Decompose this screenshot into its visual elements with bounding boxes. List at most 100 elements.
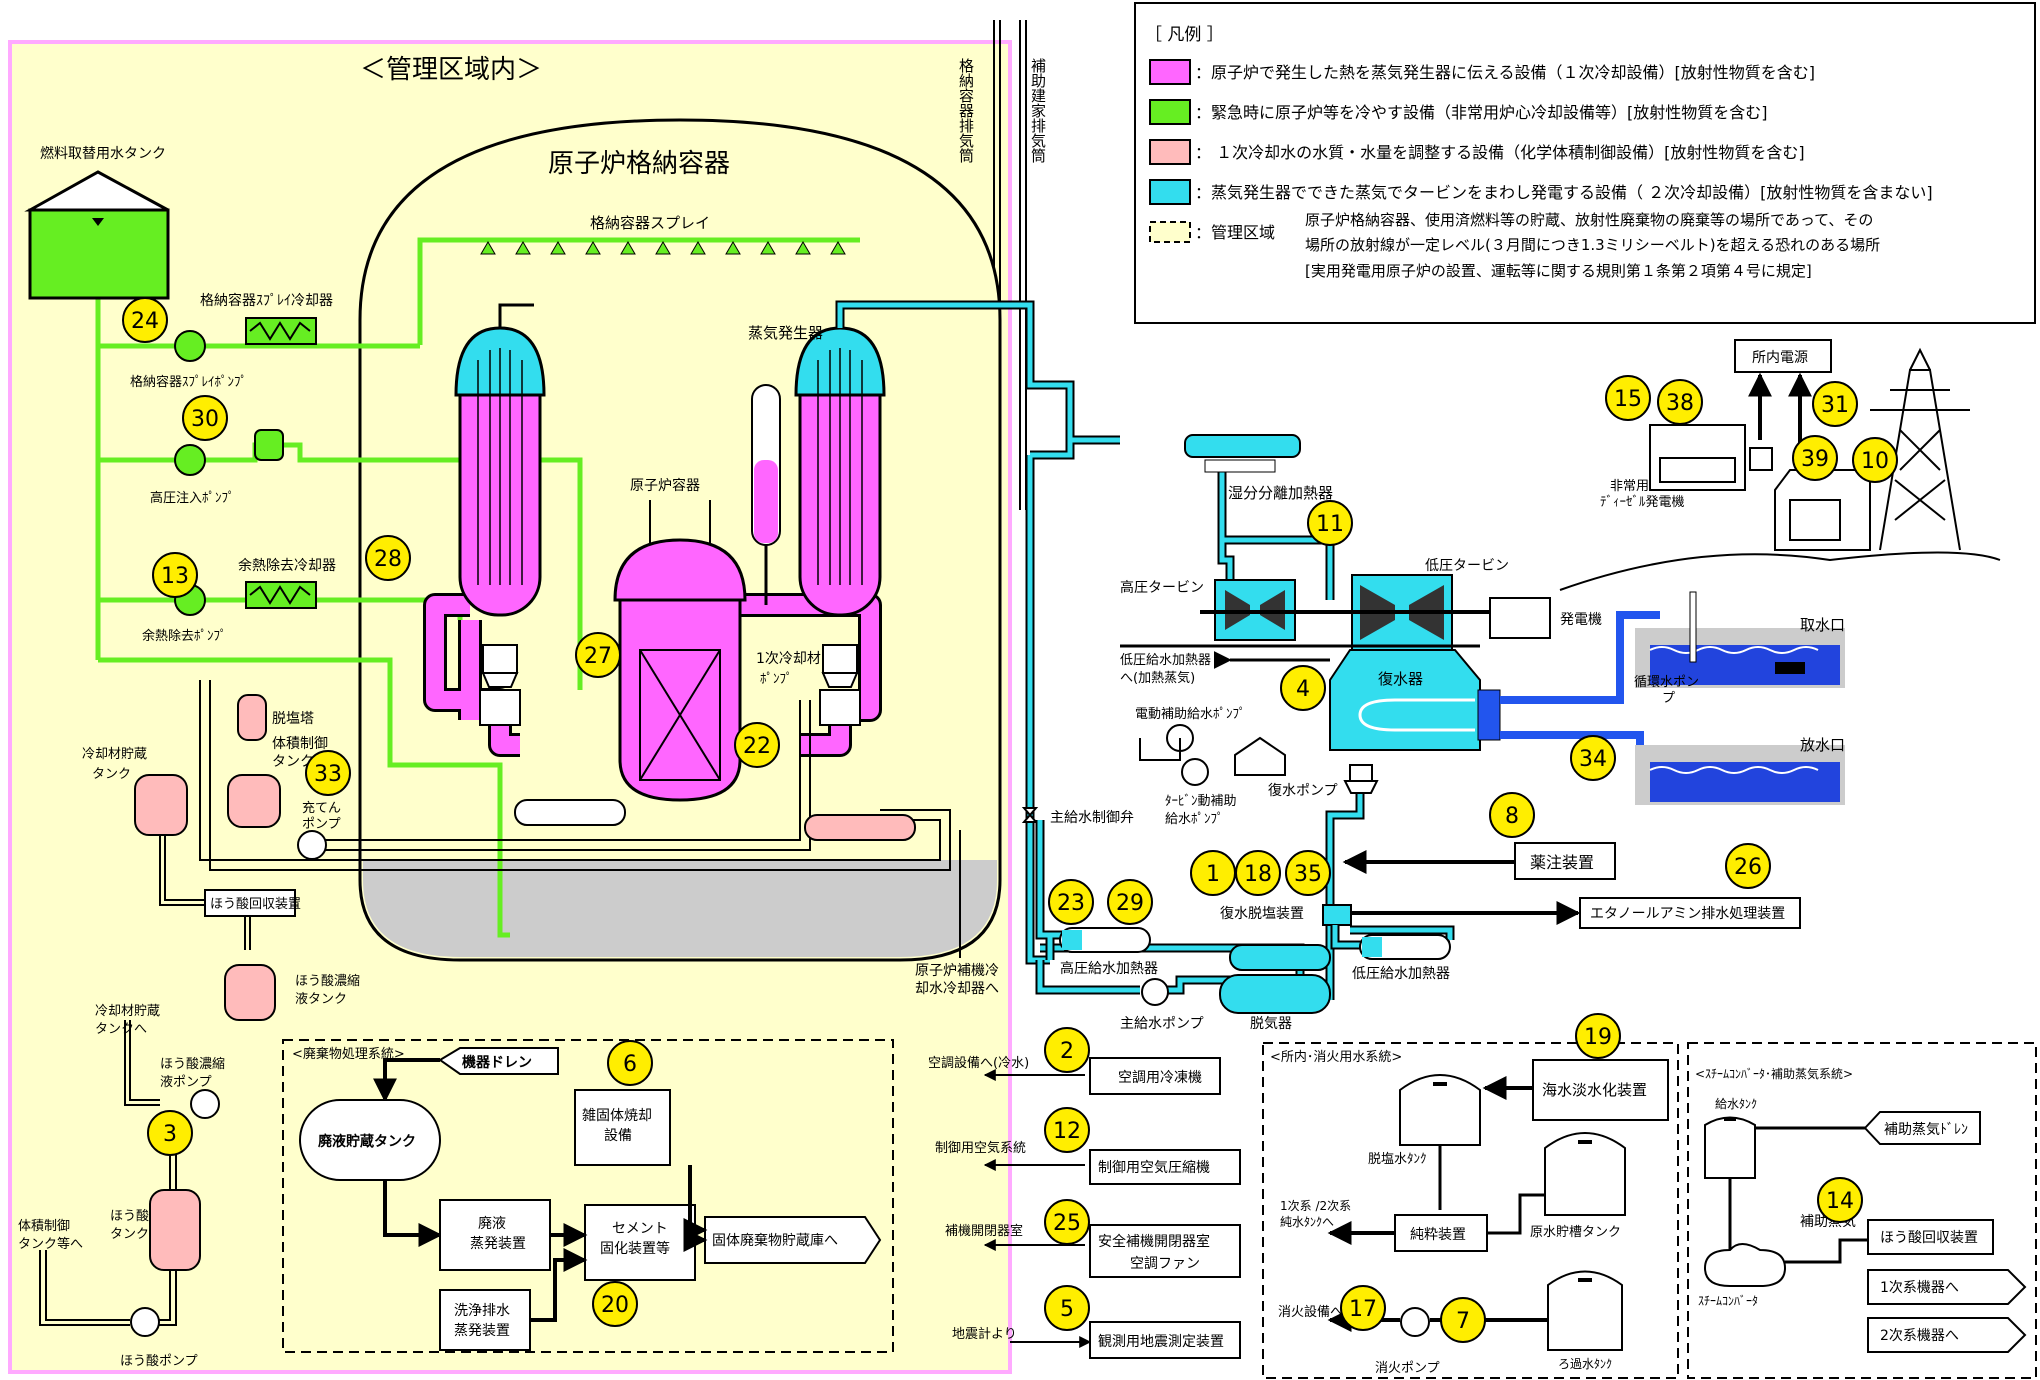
- spray-cooler-label: 格納容器ｽﾌﾟﾚｲ冷却器: [200, 292, 333, 309]
- number-badge: 14: [1818, 1178, 1862, 1222]
- compressor-label: 制御用空気圧縮機: [1098, 1160, 1210, 1176]
- to-lp-heater-1: 低圧給水加熱器: [1120, 653, 1211, 668]
- wash-evaporator-label-1: 洗浄排水: [454, 1303, 510, 1319]
- boric-recov-label: ほう酸回収装置: [1880, 1230, 1978, 1246]
- holdup-tank-label: 廃液貯蔵タンク: [318, 1133, 416, 1150]
- legend-item-3: ： １次冷却水の水質・水量を調整する設備（化学体積制御設備）[放射性物質を含む]: [1195, 143, 1805, 162]
- vct: [228, 775, 280, 827]
- boric-conc-pump-label-2: 液ポンプ: [160, 1075, 212, 1090]
- mfw-pump: [1142, 979, 1168, 1005]
- containment-floor: [363, 860, 997, 957]
- number-badge: 2: [1045, 1028, 1089, 1072]
- legend-zone-desc-2: 場所の放射線が一定レベル(３月間につき1.3ミリシーベルト)を超える恐れのある場…: [1305, 236, 1880, 254]
- number-badge-label: 20: [601, 1293, 629, 1318]
- number-badge-label: 2: [1060, 1039, 1074, 1064]
- mfw-pump-label: 主給水ポンプ: [1120, 1016, 1204, 1032]
- number-badge: 13: [153, 553, 197, 597]
- legend-zone-desc-3: [実用発電用原子炉の設置、運転等に関する規則第１条第２項第４号に規定]: [1305, 262, 1812, 280]
- spray-pump-label: 格納容器ｽﾌﾟﾚｲﾎﾟﾝﾌﾟ: [130, 374, 247, 390]
- seis-from: 地震計より: [952, 1326, 1017, 1342]
- fire-pump-label: 消火ポンプ: [1375, 1361, 1440, 1376]
- aux-drain-label: 補助蒸気ﾄﾞﾚﾝ: [1884, 1122, 1968, 1138]
- cond-demin-label: 復水脱塩装置: [1220, 905, 1304, 922]
- number-badge: 34: [1571, 736, 1615, 780]
- number-badge-label: 13: [161, 564, 189, 589]
- number-badge-label: 14: [1826, 1189, 1854, 1214]
- number-badge: 11: [1308, 501, 1352, 545]
- boric-recovery-label: ほう酸回収装置: [210, 897, 301, 912]
- spray-pump: [175, 331, 205, 361]
- solid-storage-label: 固体廃棄物貯蔵庫へ: [712, 1232, 838, 1249]
- number-badge-label: 35: [1294, 862, 1322, 887]
- ground-hill: [1560, 553, 2000, 591]
- sg-label: 蒸気発生器: [748, 324, 823, 342]
- hp-injection-tank: [255, 430, 283, 460]
- number-badge: 12: [1045, 1108, 1089, 1152]
- evaporator: [440, 1200, 550, 1270]
- hvac-to: 空調設備へ(冷水): [928, 1055, 1029, 1071]
- boric-pump: [131, 1308, 159, 1336]
- rcp-label-2: ﾎﾟﾝﾌﾟ: [760, 672, 793, 687]
- filter-tank: [1548, 1272, 1622, 1351]
- number-badge-label: 28: [374, 547, 402, 572]
- number-badge: 22: [735, 723, 779, 767]
- number-badge-label: 23: [1057, 891, 1085, 916]
- number-badge: 31: [1813, 382, 1857, 426]
- deaerator: [1220, 945, 1330, 1013]
- primary-label: 1次系機器へ: [1880, 1280, 1959, 1296]
- number-badge-label: 17: [1349, 1297, 1377, 1322]
- number-badge-label: 39: [1801, 447, 1829, 472]
- edg-label-2: ﾃﾞｨｰｾﾞﾙ発電機: [1600, 495, 1685, 510]
- legend-title: ［ 凡例 ］: [1145, 25, 1224, 45]
- fw-tank: [1705, 1118, 1755, 1179]
- number-badge-label: 25: [1053, 1211, 1081, 1236]
- fire-pump: [1401, 1308, 1429, 1336]
- demin-water-tank: [1400, 1075, 1480, 1145]
- hp-pump-label: 高圧注入ﾎﾟﾝﾌﾟ: [150, 490, 235, 506]
- to-vct-label-1: 体積制御: [18, 1219, 70, 1234]
- seismometer-label: 観測用地震測定装置: [1098, 1333, 1224, 1350]
- intake: [1635, 592, 1845, 688]
- number-badge-label: 19: [1584, 1025, 1612, 1050]
- drain-label: 機器ドレン: [462, 1054, 532, 1071]
- number-badge-label: 7: [1456, 1309, 1470, 1334]
- exhaust-stack-2: 補助建家排気筒: [1029, 58, 1047, 164]
- incinerator-label-2: 設備: [604, 1128, 632, 1144]
- hp-heater: [1060, 928, 1150, 952]
- rv-label: 原子炉容器: [630, 477, 700, 494]
- cement-label-2: 固化装置等: [600, 1240, 670, 1257]
- number-badge: 39: [1793, 436, 1837, 480]
- number-badge-label: 30: [191, 407, 219, 432]
- wash-evaporator-label-2: 蒸発装置: [454, 1323, 510, 1339]
- fw-tank-label: 給水ﾀﾝｸ: [1715, 1097, 1757, 1111]
- msr: [1185, 435, 1300, 472]
- fuel-tank-label: 燃料取替用水タンク: [40, 145, 166, 162]
- boric-conc-pump-label-1: ほう酸濃縮: [160, 1056, 225, 1072]
- legend-zone-desc-1: 原子炉格納容器、使用済燃料等の貯蔵、放射性廃棄物の廃棄等の場所であって、その: [1305, 211, 1873, 229]
- number-badge: 18: [1236, 851, 1280, 895]
- number-badge: 7: [1441, 1298, 1485, 1342]
- cw-pump-label-1: 循環水ポン: [1634, 675, 1699, 690]
- number-badge-label: 18: [1244, 862, 1272, 887]
- number-badge-label: 4: [1296, 677, 1310, 702]
- cement-label-1: セメント: [612, 1221, 668, 1237]
- condenser-label: 復水器: [1378, 670, 1423, 688]
- vct-label-1: 体積制御: [272, 736, 328, 752]
- number-badge: 8: [1490, 793, 1534, 837]
- generator: [1490, 598, 1550, 638]
- number-badge-label: 27: [584, 644, 612, 669]
- evaporator-label-2: 蒸発装置: [470, 1236, 526, 1252]
- number-badge-label: 3: [163, 1122, 177, 1147]
- afw-tank: [1235, 738, 1285, 775]
- exhaust-stack-1: 格納容器排気筒: [957, 58, 975, 164]
- outfall-label: 放水口: [1800, 736, 1845, 754]
- turbine-afw-pump: [1182, 759, 1208, 785]
- spray-label: 格納容器スプレイ: [590, 214, 710, 232]
- number-badge: 33: [306, 751, 350, 795]
- to-fire-label: 消火設備へ: [1278, 1304, 1343, 1320]
- coolant-tank-label-1: 冷却材貯蔵: [82, 747, 147, 762]
- number-badge: 25: [1045, 1200, 1089, 1244]
- steam-converter: [1705, 1244, 1785, 1286]
- number-badge-label: 29: [1116, 891, 1144, 916]
- to-coolant-label-1: 冷却材貯蔵: [95, 1004, 160, 1019]
